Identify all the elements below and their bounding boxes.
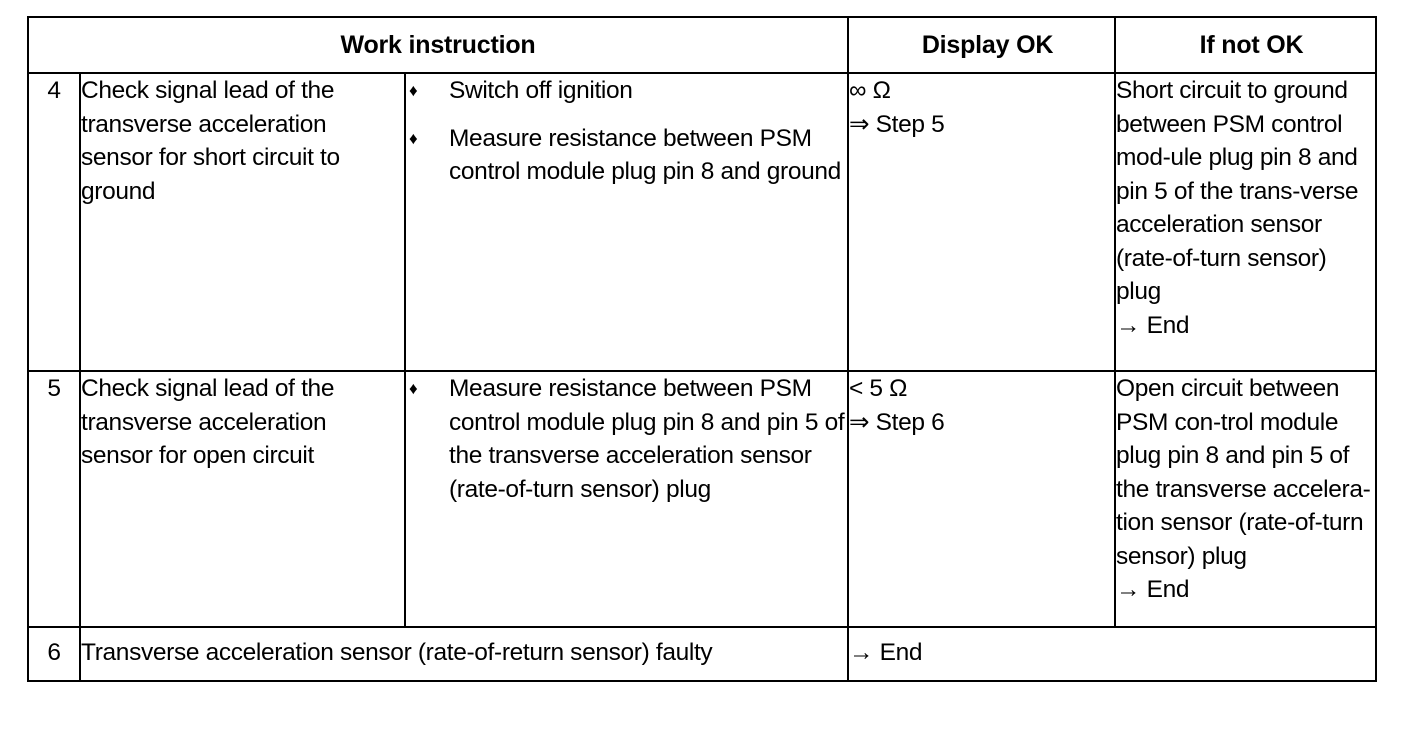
display-ok-cell: < 5 Ω ⇒ Step 6: [847, 370, 1116, 628]
work-detail-list: ♦ Measure resistance between PSM control…: [404, 370, 849, 628]
work-detail-list: ♦ Switch off ignition ♦ Measure resistan…: [404, 72, 849, 372]
if-not-ok-cell: Open circuit between PSM con-trol module…: [1114, 370, 1377, 628]
table-row-step-6: 6 Transverse acceleration sensor (rate-o…: [27, 626, 1377, 682]
display-ok-next-step: ⇒ Step 6: [849, 408, 945, 436]
header-if-not-ok: If not OK: [1114, 16, 1377, 74]
list-item: ♦ Measure resistance between PSM control…: [406, 372, 847, 506]
header-row: Work instruction Display OK If not OK: [27, 16, 1377, 74]
list-item-text: Measure resistance between PSM control m…: [449, 124, 841, 186]
table-header: Work instruction Display OK If not OK: [27, 16, 1377, 74]
if-not-ok-text: Short circuit to ground between PSM cont…: [1116, 77, 1365, 305]
list-item: ♦ Switch off ignition: [406, 74, 847, 108]
list-item: ♦ Measure resistance between PSM control…: [406, 122, 847, 189]
work-instruction-table: Work instruction Display OK If not OK 4 …: [27, 16, 1377, 682]
work-instruction-text: Check signal lead of the transverse acce…: [79, 370, 406, 628]
bullet-list: ♦ Measure resistance between PSM control…: [406, 372, 847, 506]
if-not-ok-cell: Short circuit to ground between PSM cont…: [1114, 72, 1377, 372]
header-display-ok: Display OK: [847, 16, 1116, 74]
table-row-step-5: 5 Check signal lead of the transverse ac…: [27, 370, 1377, 628]
diamond-bullet-icon: ♦: [409, 128, 418, 148]
display-ok-next-step: ⇒ Step 5: [849, 110, 945, 138]
display-ok-value: ∞ Ω: [849, 77, 891, 104]
step-number: 4: [27, 72, 81, 372]
if-not-ok-end: → End: [1116, 311, 1190, 339]
display-ok-cell: ∞ Ω ⇒ Step 5: [847, 72, 1116, 372]
if-not-ok-text: Open circuit between PSM con-trol module…: [1116, 375, 1371, 570]
display-ok-value: < 5 Ω: [849, 375, 908, 402]
table-body: 4 Check signal lead of the transverse ac…: [27, 72, 1377, 682]
work-instruction-text: Transverse acceleration sensor (rate-of-…: [79, 626, 849, 682]
step-number: 6: [27, 626, 81, 682]
display-ok-cell: → End: [847, 626, 1377, 682]
diamond-bullet-icon: ♦: [409, 81, 418, 100]
header-work-instruction: Work instruction: [27, 16, 849, 74]
list-item-text: Measure resistance between PSM control m…: [449, 375, 845, 503]
diamond-bullet-icon: ♦: [409, 379, 418, 398]
bullet-list: ♦ Switch off ignition ♦ Measure resistan…: [406, 74, 847, 189]
step-number: 5: [27, 370, 81, 628]
work-instruction-text: Check signal lead of the transverse acce…: [79, 72, 406, 372]
if-not-ok-end: → End: [1116, 576, 1190, 603]
list-item-text: Switch off ignition: [449, 77, 633, 104]
table-row-step-4: 4 Check signal lead of the transverse ac…: [27, 72, 1377, 372]
